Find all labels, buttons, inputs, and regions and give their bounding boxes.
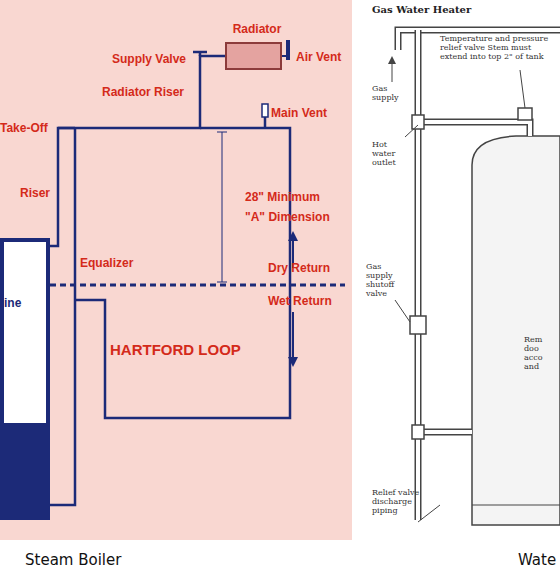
part-label: Main Vent bbox=[271, 106, 327, 120]
part-label: Equalizer bbox=[80, 256, 133, 270]
pipe bbox=[416, 30, 420, 520]
dimension-label: 28" Minimum bbox=[245, 190, 320, 204]
leader-line bbox=[395, 300, 410, 322]
part-label: Take-Off bbox=[0, 121, 48, 135]
air-vent-pipe bbox=[282, 55, 286, 57]
header-pipe bbox=[58, 127, 75, 130]
vent-pipe bbox=[264, 117, 267, 128]
equalizer-pipe bbox=[50, 128, 75, 505]
part-label: Hot water outlet bbox=[372, 140, 412, 167]
part-label: Gas supply shutoff valve bbox=[366, 262, 408, 298]
dimension-label: "A" Dimension bbox=[245, 210, 330, 224]
node-text: ine bbox=[4, 296, 21, 310]
leader-line bbox=[418, 505, 440, 522]
pipe bbox=[418, 122, 530, 136]
leader-arrow bbox=[392, 60, 393, 82]
pipe-fitting bbox=[412, 425, 424, 439]
shutoff-valve bbox=[410, 316, 426, 334]
panel-title: Gas Water Heater bbox=[372, 4, 471, 15]
part-label: Supply Valve bbox=[112, 52, 186, 66]
pipe bbox=[418, 429, 472, 436]
main-vent-symbol bbox=[262, 104, 268, 117]
return-pipe bbox=[75, 128, 290, 418]
pipe bbox=[418, 430, 472, 434]
pipe-fitting bbox=[412, 115, 424, 129]
dimension-tick bbox=[217, 282, 227, 283]
part-label: Wet Return bbox=[268, 294, 332, 308]
tank-outline bbox=[472, 136, 560, 525]
dimension-line bbox=[222, 132, 223, 282]
air-vent-symbol bbox=[286, 40, 290, 60]
pipes bbox=[398, 30, 560, 520]
section-label: HARTFORD LOOP bbox=[110, 341, 241, 358]
pipe bbox=[415, 30, 422, 520]
pipe bbox=[418, 122, 530, 136]
panel-caption: Steam Boiler bbox=[25, 551, 121, 569]
note-text: Temperature and pressure relief valve St… bbox=[440, 34, 555, 61]
panel-caption: Wate bbox=[518, 551, 556, 569]
note-text: Rem doo acco and bbox=[524, 335, 558, 371]
leader-line bbox=[405, 125, 418, 137]
tank-base bbox=[472, 505, 560, 506]
relief-valve bbox=[518, 108, 532, 120]
part-label: Gas supply bbox=[372, 84, 400, 102]
boiler-box: ine bbox=[0, 238, 50, 520]
radiator-box: Radiator bbox=[225, 42, 282, 70]
node-text: Radiator bbox=[207, 22, 307, 36]
flow-arrow bbox=[292, 312, 294, 362]
part-label: Air Vent bbox=[296, 50, 341, 64]
part-label: Radiator Riser bbox=[102, 85, 184, 99]
supply-valve-stem bbox=[199, 52, 202, 56]
dimension-tick bbox=[217, 132, 227, 133]
part-label: Relief valve discharge piping bbox=[372, 488, 440, 515]
part-label: Riser bbox=[20, 186, 50, 200]
water-line bbox=[0, 284, 345, 287]
steam-pipe bbox=[50, 56, 225, 246]
part-label: Dry Return bbox=[268, 261, 330, 275]
leader-line bbox=[520, 70, 525, 108]
